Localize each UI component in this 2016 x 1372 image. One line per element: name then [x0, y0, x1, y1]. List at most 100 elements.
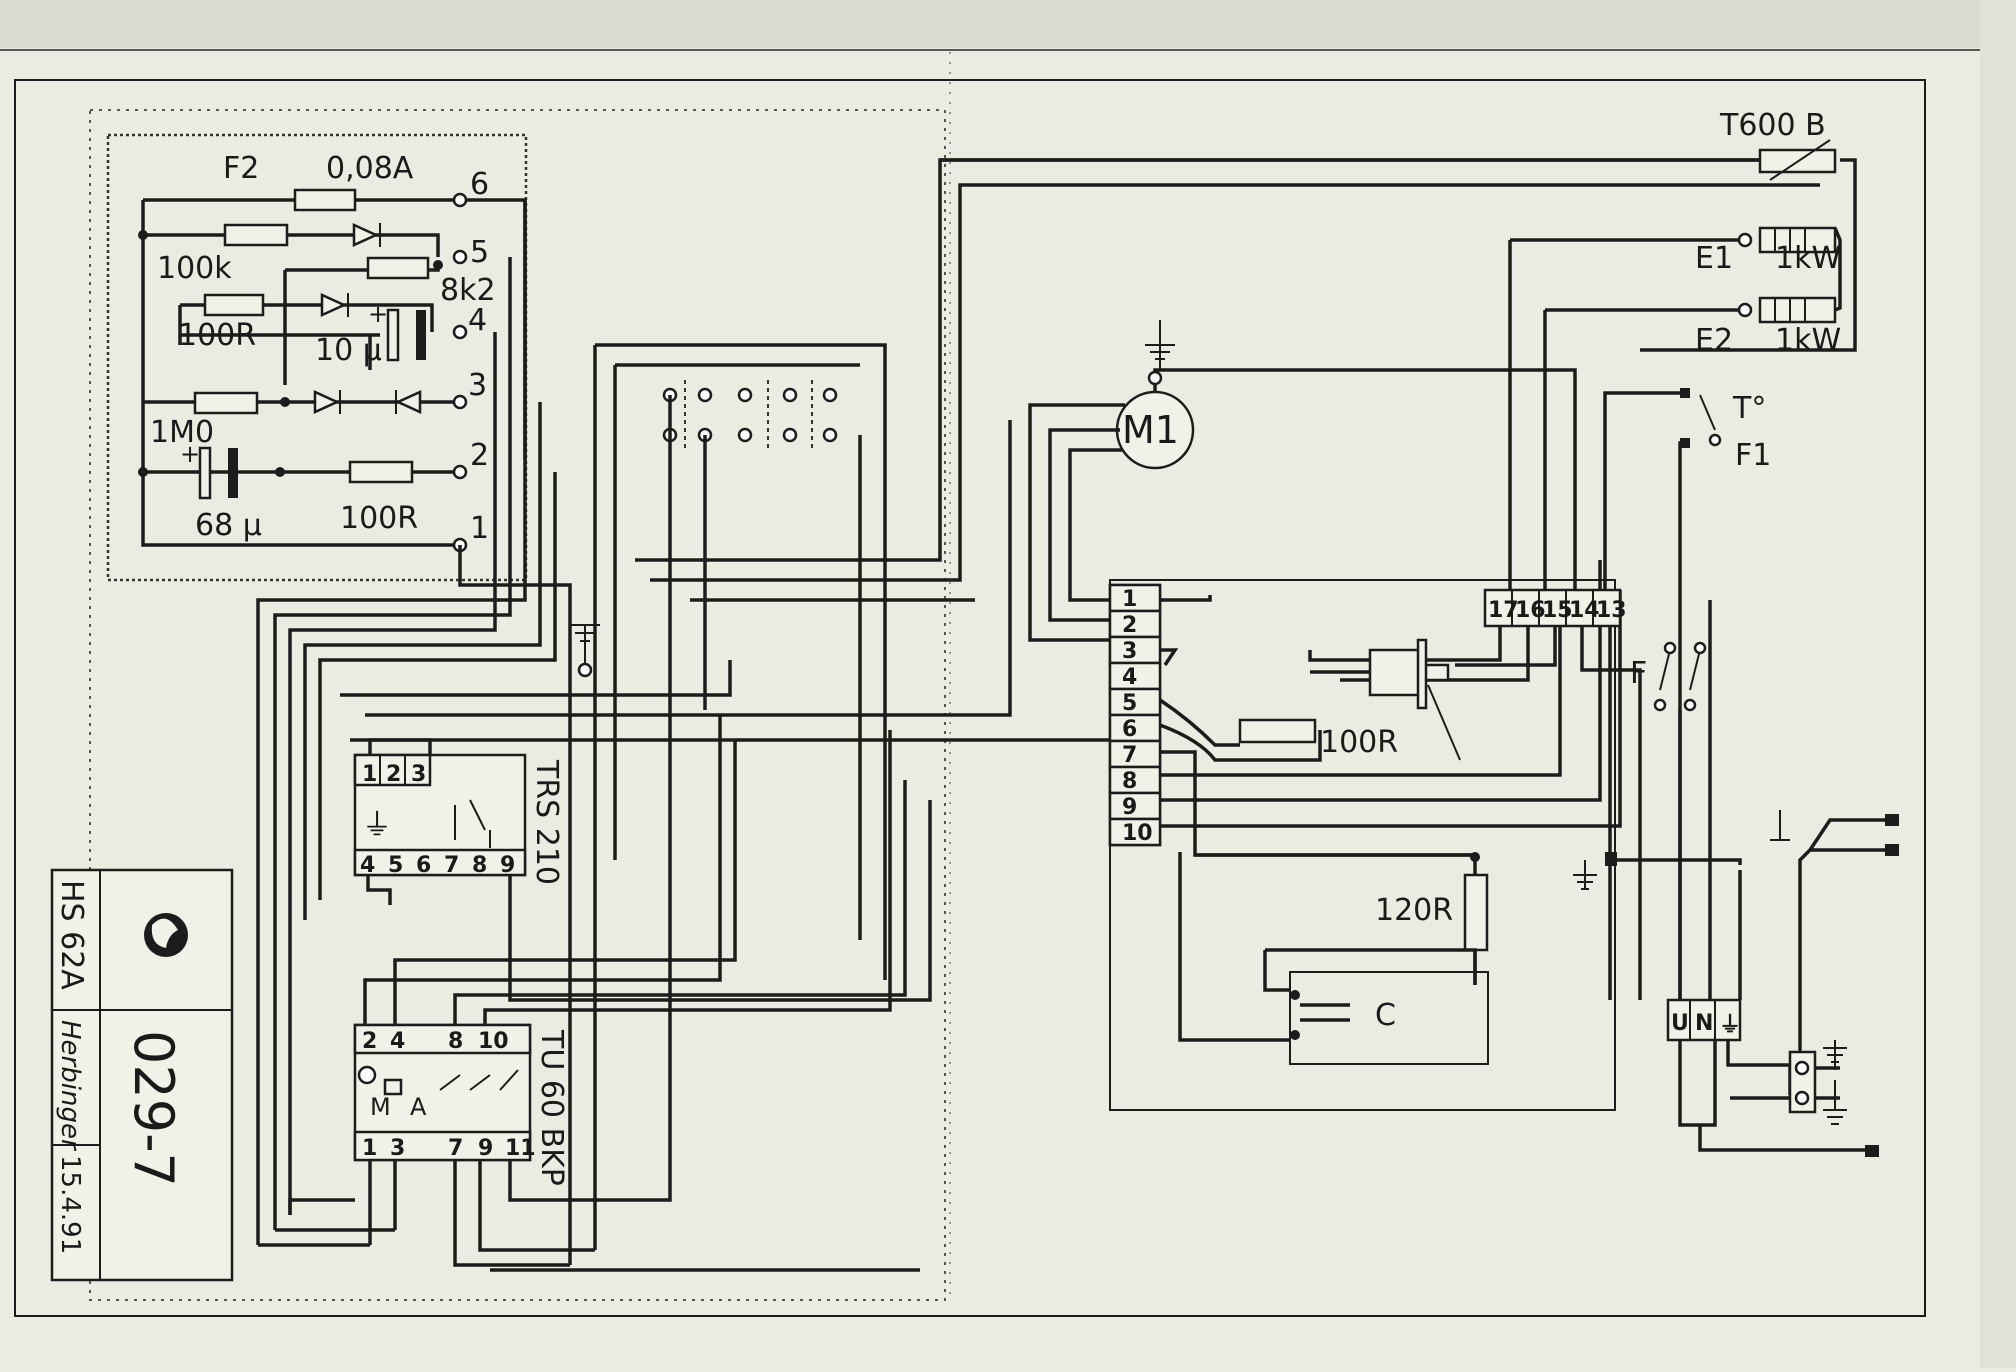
cap-68u-plus: +: [180, 440, 200, 468]
board-pin-3: [452, 394, 468, 410]
title-block-frame: [50, 868, 234, 1282]
main-switch-f-label: F: [1630, 656, 1647, 691]
resistor-100r-body: [1238, 718, 1317, 744]
page-top-edge: [0, 0, 2016, 48]
board-pin-4-label: 4: [468, 303, 487, 338]
heater-e1-power: 1kW: [1775, 241, 1841, 276]
svg-text:8: 8: [448, 1029, 463, 1054]
diode-d2: [320, 293, 348, 317]
mains-terminal: U N ⏚: [1605, 852, 1879, 1157]
resistor-120r: 120R: [1195, 852, 1489, 985]
trs-bottom-pins: 4 5 6 7 8 9: [360, 853, 515, 878]
ground-symbol-harness: [570, 624, 600, 678]
control-board: F2 0,08A 100k 8k2 100R + 10 µ 1M0 + 68 µ…: [138, 151, 527, 553]
diode-d4: [394, 390, 422, 414]
board-pin-6: [452, 192, 468, 208]
cap-10u-label: 10 µ: [315, 333, 382, 368]
board-pin-4: [452, 324, 468, 340]
title-block: HS 62A Herbinger 15.4.91 029-7: [50, 868, 234, 1282]
resistor-100r-b-label: 100R: [340, 501, 418, 536]
svg-text:9: 9: [478, 1136, 493, 1161]
svg-text:16: 16: [1515, 598, 1546, 623]
resistor-100r-a: [203, 293, 265, 317]
board-pin-2: [452, 464, 468, 480]
mains-earth: ⏚: [1719, 1013, 1741, 1038]
tu-top-pins: 2 4 8 10: [362, 1029, 509, 1054]
resistor-100r: 100R: [1238, 718, 1398, 760]
tu-m-label: M: [370, 1093, 391, 1121]
heater-e1-label: E1: [1695, 241, 1733, 276]
tu60-label: TU 60 BKP: [534, 1029, 569, 1186]
thermistor-label: T600 B: [1719, 108, 1826, 143]
svg-text:15: 15: [1542, 598, 1573, 623]
svg-text:17: 17: [1488, 598, 1519, 623]
thermal-cutout: [1310, 638, 1461, 761]
svg-text:7: 7: [448, 1136, 463, 1161]
svg-text:3: 3: [390, 1136, 405, 1161]
resistor-100k: [223, 223, 289, 247]
board-pins: 6 5 4 3 2 1: [452, 167, 489, 553]
svg-text:4: 4: [390, 1029, 405, 1054]
trs-ground-icon: ⏚: [362, 808, 392, 843]
resistor-8k2: [366, 256, 430, 280]
tu-motor-icon: [357, 1065, 377, 1085]
heater-e2-power: 1kW: [1775, 323, 1841, 358]
board-pin-3-label: 3: [468, 368, 487, 403]
title-model: HS 62A: [54, 880, 89, 990]
trs210-label: TRS 210: [529, 759, 564, 885]
svg-text:5: 5: [388, 853, 403, 878]
strip-pin-8: 8: [1122, 769, 1137, 794]
control-panel-outline: [89, 109, 946, 1301]
relay-trs210: 1 2 3 4 5 6 7 8 9 ⏚ TRS 210: [353, 738, 932, 1002]
strip-pin-3: 3: [1122, 639, 1137, 664]
resistor-100r-label: 100R: [1320, 725, 1398, 760]
motor-m1: M1: [1028, 320, 1577, 642]
svg-text:4: 4: [360, 853, 375, 878]
thermostat-t-label: T°: [1732, 391, 1766, 426]
resistor-1m0: [193, 391, 259, 415]
strip-pin-9: 9: [1122, 795, 1137, 820]
thermostat-f1: T° F1: [1603, 388, 1771, 1000]
resistor-100k-label: 100k: [157, 251, 232, 286]
trs-pin-2: 2: [386, 762, 401, 787]
thermostat-f1-label: F1: [1735, 438, 1771, 473]
board-pin-5: [452, 249, 468, 265]
resistor-1m0-label: 1M0: [150, 415, 214, 450]
cap-68u-label: 68 µ: [195, 508, 262, 543]
timer-tu60bkp: 2 4 8 10 1 3 7 9 11 M A TU 60 BKP: [258, 715, 920, 1272]
diode-d1: [352, 223, 380, 247]
fuse-f2: [293, 188, 357, 212]
mains-n: N: [1695, 1011, 1713, 1036]
svg-text:8: 8: [472, 853, 487, 878]
svg-text:11: 11: [505, 1136, 536, 1161]
title-drawing-number: 029-7: [122, 1030, 185, 1187]
motor-m1-label: M1: [1122, 408, 1179, 452]
svg-text:2: 2: [362, 1029, 377, 1054]
board-pin-5-label: 5: [470, 235, 489, 270]
board-pin-6-label: 6: [470, 167, 489, 202]
svg-text:10: 10: [478, 1029, 509, 1054]
title-date: 15.4.91: [55, 1155, 85, 1254]
svg-text:9: 9: [500, 853, 515, 878]
capacitor-c-label: C: [1375, 998, 1396, 1033]
board-pin-1-label: 1: [470, 511, 489, 546]
diode-d3: [313, 390, 341, 414]
mains-u: U: [1671, 1011, 1689, 1036]
heater-e1: [1758, 226, 1837, 254]
trs-pin-3: 3: [411, 762, 426, 787]
earth-switch: [1573, 810, 1899, 1125]
page-binding: [1980, 0, 2016, 1368]
resistor-8k2-label: 8k2: [440, 273, 496, 308]
svg-text:7: 7: [444, 853, 459, 878]
strip-pin-7: 7: [1122, 743, 1137, 768]
tu-bottom-pins: 1 3 7 9 11: [362, 1136, 536, 1161]
terminal-block-13-17: 17 16 15 14 13: [1308, 588, 1642, 1000]
svg-text:6: 6: [416, 853, 431, 878]
strip-pin-4: 4: [1122, 665, 1137, 690]
cap-10u-plate2: [416, 310, 426, 360]
heater-e2-label: E2: [1695, 323, 1733, 358]
title-signature: Herbinger: [55, 1020, 85, 1152]
tu-a-label: A: [410, 1093, 427, 1121]
